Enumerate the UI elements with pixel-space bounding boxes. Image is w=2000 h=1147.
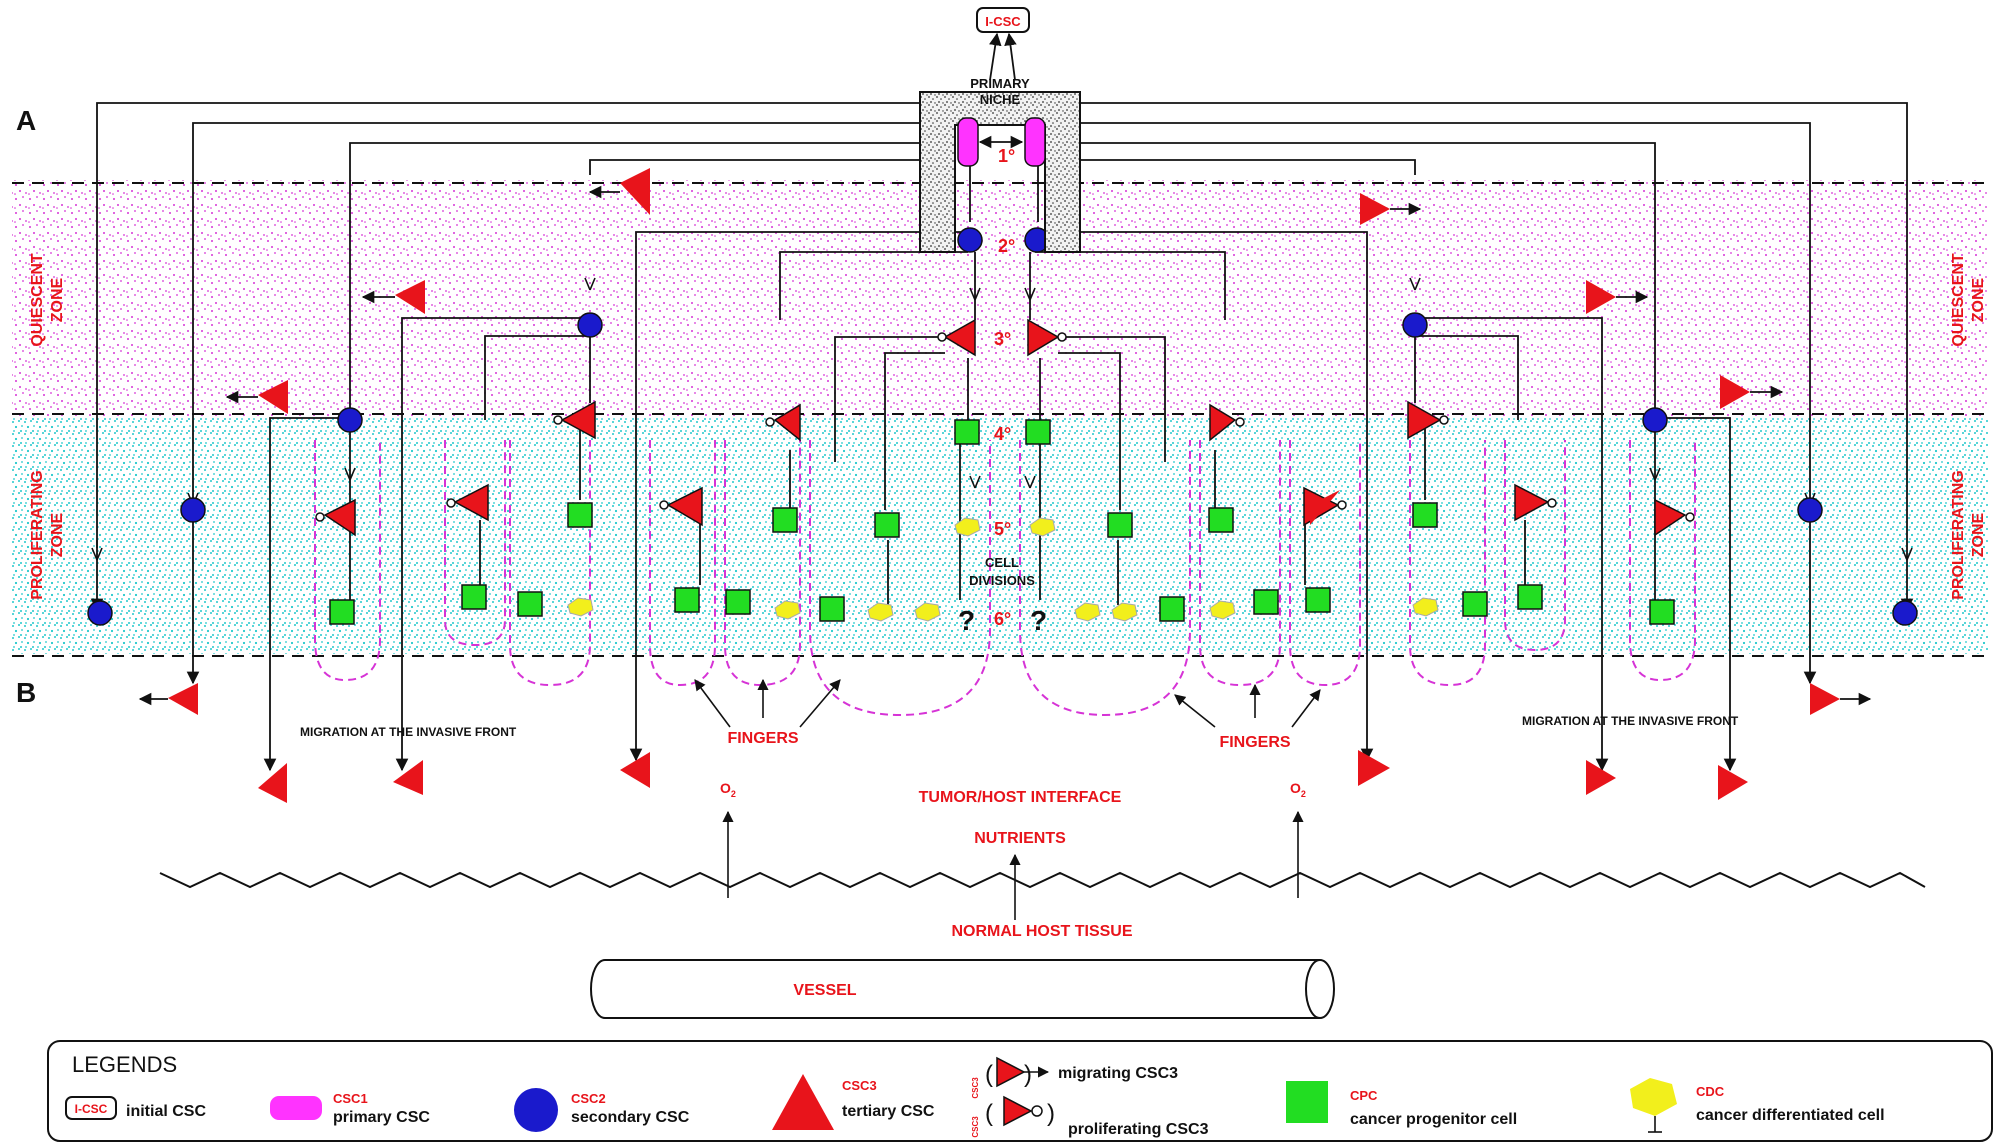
csc3-migrating-3: [258, 380, 288, 414]
question-mark-right: ?: [1030, 605, 1047, 636]
legend: LEGENDS I-CSC initial CSC CSC1 primary C…: [47, 1040, 1993, 1142]
csc3-front-2: [393, 760, 423, 795]
csc3-migrating-8: [1810, 683, 1840, 715]
csc3-front-4: [1358, 750, 1390, 786]
zone-label-proliferating-left-2: ZONE: [49, 512, 66, 557]
level-labels: 1° 2° 3° 4° 5° 6°: [994, 146, 1015, 629]
legend-cdc-name: CDC: [1696, 1084, 1725, 1099]
legend-title: LEGENDS: [72, 1052, 177, 1077]
legend-bracket-2: ): [1024, 1061, 1032, 1088]
vessel: VESSEL: [590, 959, 1335, 1019]
question-mark-left: ?: [958, 605, 975, 636]
csc3-front-5: [1586, 760, 1616, 795]
csc3-front-1: [258, 763, 287, 803]
legend-csc2-desc: secondary CSC: [571, 1109, 690, 1126]
panel-label-b: B: [16, 677, 36, 708]
cell-divisions-line2: DIVISIONS: [969, 573, 1035, 588]
panel-label-a: A: [16, 105, 36, 136]
fingers-pointers: [694, 678, 1321, 728]
legend-migrating-icon: [996, 1056, 1026, 1088]
legend-csc3-icon: [772, 1074, 834, 1130]
zone-label-proliferating-left-1: PROLIFERATING: [29, 470, 46, 599]
zone-label-quiescent-left-1: QUIESCENT: [29, 253, 46, 347]
legend-cdc-icon: [1630, 1078, 1677, 1116]
legend-csc1-desc: primary CSC: [333, 1109, 430, 1126]
proliferating-csc3-cells: [315, 318, 1695, 537]
legend-initial-desc: initial CSC: [126, 1103, 206, 1120]
migration-label-right: MIGRATION AT THE INVASIVE FRONT: [1522, 714, 1739, 728]
csc3-migrating-2: [395, 280, 425, 314]
legend-cpc-desc: cancer progenitor cell: [1350, 1111, 1517, 1128]
csc3-front-6: [1718, 765, 1748, 800]
zone-label-quiescent-right-2: ZONE: [1970, 277, 1987, 322]
hierarchy-connections: [90, 102, 1914, 772]
initial-csc: I-CSC: [976, 7, 1030, 81]
csc2-cells: [87, 227, 1918, 626]
niche-label-2: NICHE: [980, 92, 1021, 107]
legend-csc1-name: CSC1: [333, 1091, 368, 1106]
zone-label-quiescent-left: QUIESCENT ZONE: [29, 253, 66, 347]
zone-label-proliferating-right-1: PROLIFERATING: [1950, 470, 1967, 599]
zone-label-proliferating-right-2: ZONE: [1970, 512, 1987, 557]
legend-cpc-icon: [1286, 1081, 1328, 1123]
legend-bracket-3: (: [985, 1100, 993, 1127]
normal-host-tissue-label: NORMAL HOST TISSUE: [951, 923, 1132, 940]
csc3-front-3: [620, 752, 650, 788]
level-6: 6°: [994, 609, 1011, 629]
zone-label-quiescent-right: QUIESCENT ZONE: [1950, 253, 1987, 347]
fingers-label-left: FINGERS: [727, 730, 798, 747]
nutrients-label: NUTRIENTS: [974, 830, 1066, 847]
legend-csc2-icon: [514, 1088, 558, 1132]
zone-label-proliferating-left: PROLIFERATING ZONE: [29, 470, 66, 599]
legend-cpc-name: CPC: [1350, 1088, 1378, 1103]
cpc-cells: [329, 419, 1675, 625]
o2-label-right: O2: [1290, 780, 1306, 799]
csc3-migrating-4: [1360, 193, 1390, 225]
cell-divisions-line1: CELL: [985, 555, 1019, 570]
quiescent-zone: [12, 180, 1988, 416]
initial-csc-label: I-CSC: [985, 14, 1021, 29]
legend-proliferating-label: proliferating CSC3: [1068, 1121, 1209, 1138]
o2-label-left: O2: [720, 780, 736, 799]
level-1: 1°: [998, 146, 1015, 166]
legend-initial-box: I-CSC: [75, 1102, 108, 1116]
legend-bracket-1: (: [985, 1061, 993, 1088]
migration-label-left: MIGRATION AT THE INVASIVE FRONT: [300, 725, 517, 739]
level-5: 5°: [994, 519, 1011, 539]
legend-proliferating-icon: [1003, 1095, 1033, 1127]
level-3: 3°: [994, 329, 1011, 349]
tumor-host-interface-label: TUMOR/HOST INTERFACE: [919, 789, 1122, 806]
legend-csc3-small-2: CSC3: [971, 1116, 980, 1138]
legend-csc1-icon: [270, 1096, 322, 1120]
zone-label-quiescent-left-2: ZONE: [49, 277, 66, 322]
csc3-migrating-6: [1720, 375, 1750, 409]
migrating-csc3-cells: [138, 168, 1872, 715]
level-2: 2°: [998, 236, 1015, 256]
fingers-label-right: FINGERS: [1219, 734, 1290, 751]
legend-bracket-4: ): [1047, 1100, 1055, 1127]
zone-label-quiescent-right-1: QUIESCENT: [1950, 253, 1967, 347]
csc1-right: [1024, 117, 1046, 167]
niche-label-1: PRIMARY: [970, 76, 1030, 91]
csc3-migrating-1: [620, 168, 650, 215]
level-4: 4°: [994, 424, 1011, 444]
csc1-left: [957, 117, 979, 167]
csc3-migrating-5: [1586, 280, 1616, 314]
zone-label-proliferating-right: PROLIFERATING ZONE: [1950, 470, 1987, 599]
legend-csc3-desc: tertiary CSC: [842, 1103, 935, 1120]
legend-csc3-name: CSC3: [842, 1078, 877, 1093]
legend-csc3-small-1: CSC3: [971, 1077, 980, 1099]
invasive-front-csc3: [258, 750, 1748, 803]
legend-migrating-label: migrating CSC3: [1058, 1065, 1178, 1082]
cdc-cells: [567, 517, 1439, 622]
legend-csc2-name: CSC2: [571, 1091, 606, 1106]
csc3-migrating-7: [168, 683, 198, 715]
tumor-host-border: [159, 871, 1926, 889]
legend-cdc-desc: cancer differentiated cell: [1696, 1107, 1885, 1124]
vessel-label: VESSEL: [793, 982, 856, 999]
